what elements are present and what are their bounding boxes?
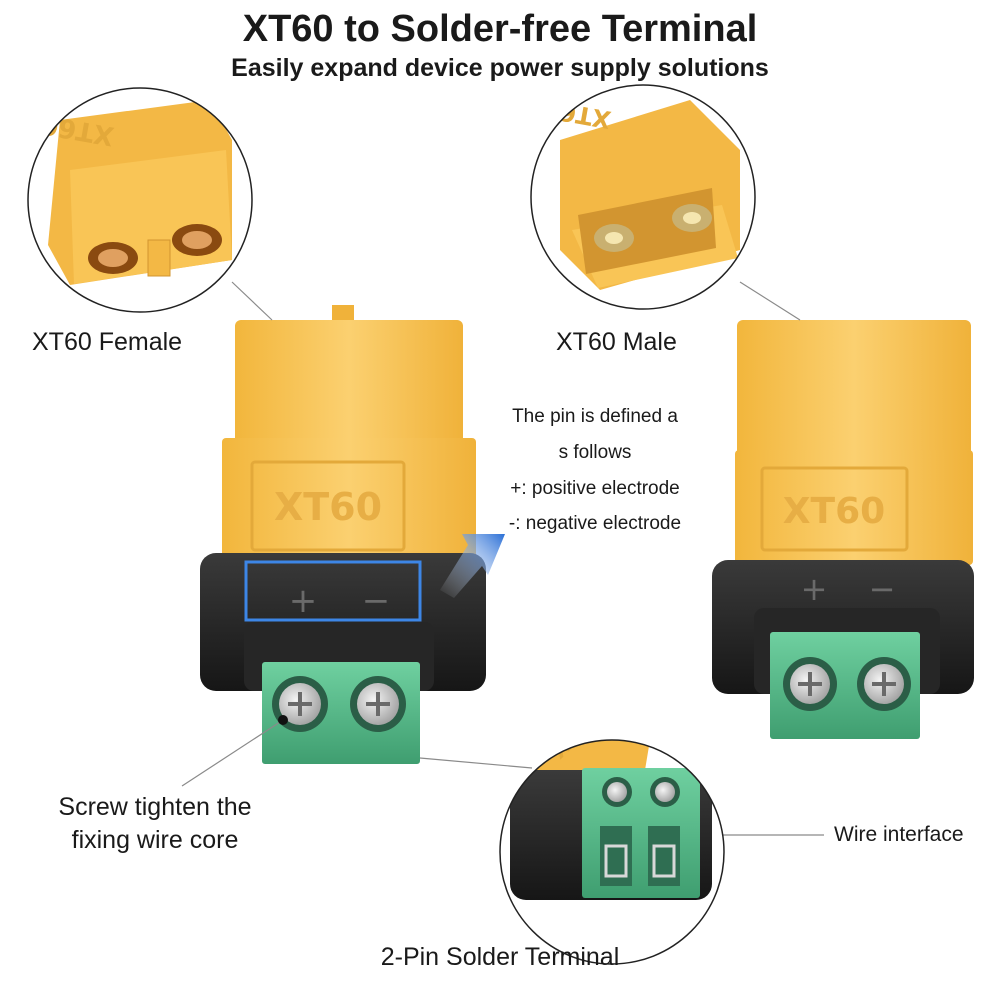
female-upper-body [235, 320, 463, 450]
pin-highlight-box [244, 560, 422, 622]
solder-terminal-label: 2-Pin Solder Terminal [380, 943, 620, 971]
pin-note-line-1: The pin is defined a [512, 406, 678, 427]
male-xt60-mark: XT60 [783, 491, 885, 532]
female-lower-body [222, 438, 476, 563]
pin-note-line-3: +: positive electrode [510, 478, 680, 499]
male-embossed-frame [760, 466, 909, 552]
male-screw-left [783, 657, 837, 711]
male-minus-mark: − [869, 570, 896, 608]
wire-interface-label: Wire interface [834, 823, 964, 846]
male-screw-right [857, 657, 911, 711]
solder-detail-circle: XT60 [499, 739, 725, 965]
xt60-female-connector: XT60 + − [200, 305, 486, 764]
page-title: XT60 to Solder-free Terminal [242, 8, 758, 50]
male-plus-mark: + [801, 570, 828, 608]
pin-arrow-icon [440, 534, 505, 598]
female-label: XT60 Female [32, 328, 183, 356]
solder-callout-line [419, 757, 533, 769]
screw-callout-line [181, 721, 281, 787]
female-minus-mark: − [362, 581, 391, 621]
female-embossed-frame [250, 460, 406, 552]
female-detail-circle: XT60 [27, 87, 253, 313]
male-detail-circle: XT60 [530, 84, 756, 310]
pin-note-line-2: s follows [558, 442, 632, 463]
female-xt60-mark: XT60 [274, 485, 382, 529]
page-subtitle: Easily expand device power supply soluti… [231, 54, 769, 82]
pin-note-line-4: -: negative electrode [508, 513, 682, 534]
female-callout-line [231, 281, 273, 321]
female-screw-right [350, 676, 406, 732]
female-plus-mark: + [289, 581, 318, 621]
male-callout-line [739, 281, 801, 321]
screw-label-line-2: fixing wire core [71, 826, 239, 854]
screw-label-line-1: Screw tighten the [58, 793, 252, 821]
male-lower-body [735, 450, 973, 565]
male-upper-body [737, 320, 971, 463]
male-label: XT60 Male [556, 328, 677, 356]
xt60-male-connector: XT60 + − [712, 320, 974, 739]
screw-callout-dot [278, 715, 288, 725]
